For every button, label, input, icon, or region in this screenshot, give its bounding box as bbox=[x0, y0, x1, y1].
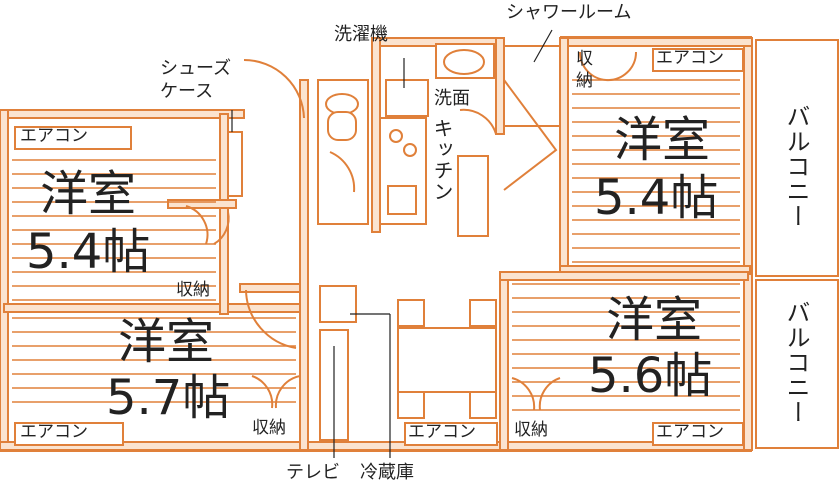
ac-label: エアコン bbox=[20, 126, 88, 146]
room-size: 5.6帖 bbox=[588, 348, 713, 404]
ac-label: エアコン bbox=[20, 422, 88, 442]
tv-label: テレビ bbox=[286, 462, 340, 483]
air-conditioner bbox=[652, 48, 744, 72]
balcony-label: バルコニー bbox=[782, 300, 810, 425]
air-conditioner bbox=[404, 422, 498, 446]
fridge-label: 冷蔵庫 bbox=[360, 462, 414, 483]
room-size: 5.4帖 bbox=[26, 224, 151, 280]
storage-label: 収納 bbox=[252, 418, 286, 438]
washing-machine-label: 洗濯機 bbox=[334, 24, 388, 45]
room-size: 5.7帖 bbox=[106, 370, 231, 426]
room-size: 5.4帖 bbox=[594, 170, 719, 226]
air-conditioner bbox=[14, 422, 124, 446]
shower-room-label: シャワールーム bbox=[506, 2, 632, 23]
kitchen-label: キッチン bbox=[430, 118, 454, 202]
room-type: 洋室 bbox=[614, 112, 711, 168]
air-conditioner bbox=[14, 126, 132, 150]
washbasin-label: 洗面 bbox=[434, 88, 470, 109]
balcony-label: バルコニー bbox=[782, 104, 810, 229]
air-conditioner bbox=[652, 422, 744, 446]
room-type: 洋室 bbox=[40, 166, 137, 222]
storage-label: 収納 bbox=[514, 420, 548, 440]
room-type: 洋室 bbox=[606, 292, 703, 348]
ac-label: エアコン bbox=[408, 422, 476, 442]
ac-label: エアコン bbox=[656, 48, 724, 68]
storage-label: 収納 bbox=[576, 49, 593, 92]
room-type: 洋室 bbox=[118, 314, 215, 370]
shoe-case-label: シューズ ケース bbox=[160, 58, 232, 102]
ac-label: エアコン bbox=[656, 422, 724, 442]
storage-label: 収納 bbox=[176, 280, 210, 300]
